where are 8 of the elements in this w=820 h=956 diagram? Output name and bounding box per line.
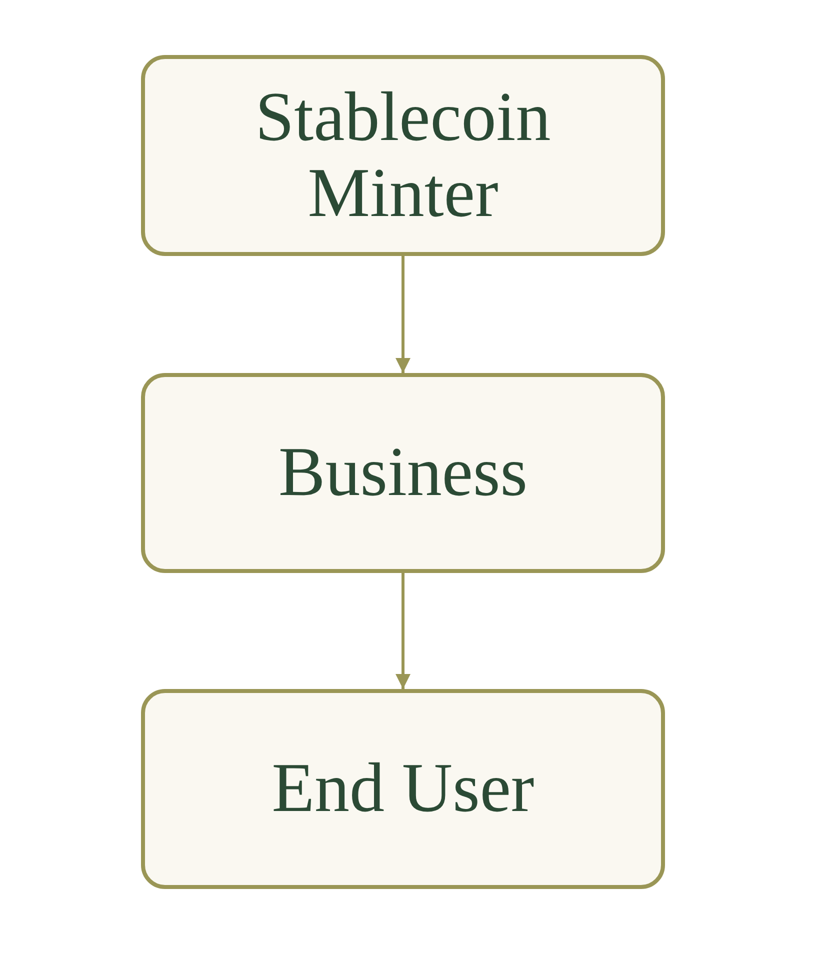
process-box — [141, 689, 665, 889]
box-label: Business — [278, 435, 528, 511]
arrow — [396, 256, 410, 373]
box-label: Stablecoin Minter — [254, 80, 552, 232]
process-box — [141, 373, 665, 573]
process-box — [141, 55, 665, 256]
arrow — [396, 573, 410, 689]
box-label: End User — [270, 751, 536, 827]
